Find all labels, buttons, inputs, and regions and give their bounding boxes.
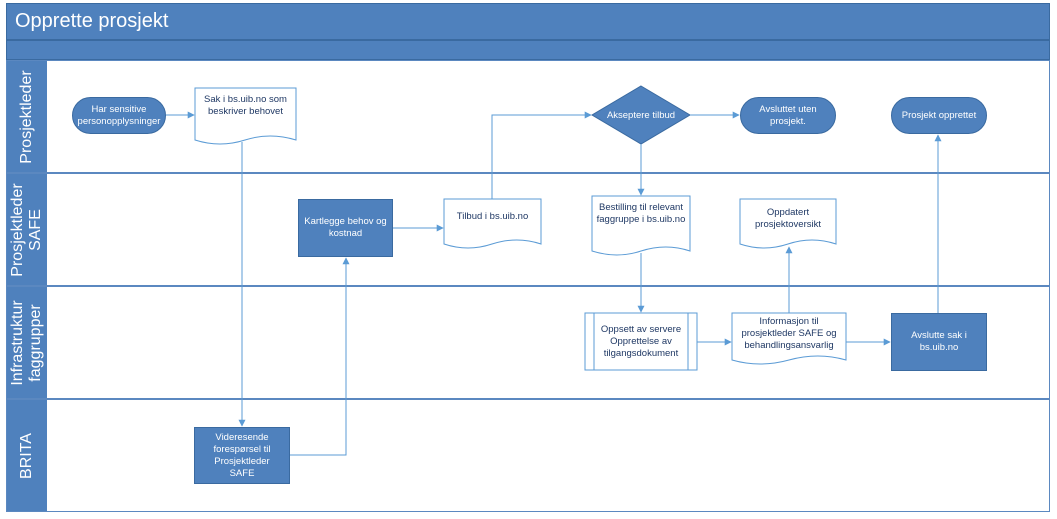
lane-prosjektleder: Prosjektleder xyxy=(6,60,1050,173)
node-label: Oppdatert prosjektoversikt xyxy=(755,207,821,230)
document-oppdatert: Oppdatert prosjektoversikt xyxy=(748,199,828,239)
document-informasjon: Informasjon til prosjektleder SAFE og be… xyxy=(734,313,844,357)
document-shape-tilbud xyxy=(443,198,542,249)
lane-header: BRITA xyxy=(7,400,47,511)
node-label: Avslutte sak i bs.uib.no xyxy=(911,330,967,353)
document-bestilling: Bestilling til relevant faggruppe i bs.u… xyxy=(592,196,690,246)
node-label: Oppsett av servere Opprettelse av tilgan… xyxy=(600,323,682,359)
terminator-sensitive: Har sensitive personopplysninger xyxy=(72,97,166,134)
process-avslutte-sak: Avslutte sak i bs.uib.no xyxy=(891,313,987,371)
page-title: Opprette prosjekt xyxy=(15,10,169,32)
node-label: Har sensitive personopplysninger xyxy=(77,103,161,127)
lane-brita: BRITA xyxy=(6,399,1050,512)
document-shape-sak xyxy=(194,87,297,145)
decision-akseptere: Akseptere tilbud xyxy=(592,86,690,144)
node-label: Akseptere tilbud xyxy=(606,109,676,121)
node-label: Prosjekt opprettet xyxy=(901,109,977,121)
subprocess-oppsett: Oppsett av servere Opprettelse av tilgan… xyxy=(596,313,686,370)
node-label: Sak i bs.uib.no som beskriver behovet xyxy=(204,94,287,117)
document-shape-bestilling xyxy=(591,195,691,256)
document-sak: Sak i bs.uib.no som beskriver behovet xyxy=(195,88,296,132)
terminator-avsluttet: Avsluttet uten prosjekt. xyxy=(740,97,836,134)
node-label: Bestilling til relevant faggruppe i bs.u… xyxy=(596,202,686,225)
node-label: Informasjon til prosjektleder SAFE og be… xyxy=(741,316,837,351)
edge-tilbud-to-akseptere xyxy=(491,111,592,199)
document-shape-oppdatert xyxy=(739,198,837,249)
document-tilbud: Tilbud i bs.uib.no xyxy=(444,199,541,239)
edge-videresende-to-kartlegge xyxy=(290,257,350,456)
lane-header: Prosjektleder xyxy=(7,61,47,172)
node-label: Videresende forespørsel til Prosjektlede… xyxy=(213,431,271,479)
node-label: Kartlegge behov og kostnad xyxy=(304,216,387,239)
document-shape-informasjon xyxy=(731,312,847,365)
process-videresende: Videresende forespørsel til Prosjektlede… xyxy=(194,427,290,484)
lane-header: Prosjektleder SAFE xyxy=(7,174,47,285)
title-bar: Opprette prosjekt xyxy=(6,3,1050,40)
subprocess-shape xyxy=(584,312,698,371)
node-label: Tilbud i bs.uib.no xyxy=(456,211,529,222)
node-label: Avsluttet uten prosjekt. xyxy=(759,103,817,127)
terminator-prosjekt-opprettet: Prosjekt opprettet xyxy=(891,97,987,134)
process-kartlegge: Kartlegge behov og kostnad xyxy=(298,199,393,257)
lane-header: Infrastruktur faggrupper xyxy=(7,287,47,398)
header-band xyxy=(6,40,1050,60)
